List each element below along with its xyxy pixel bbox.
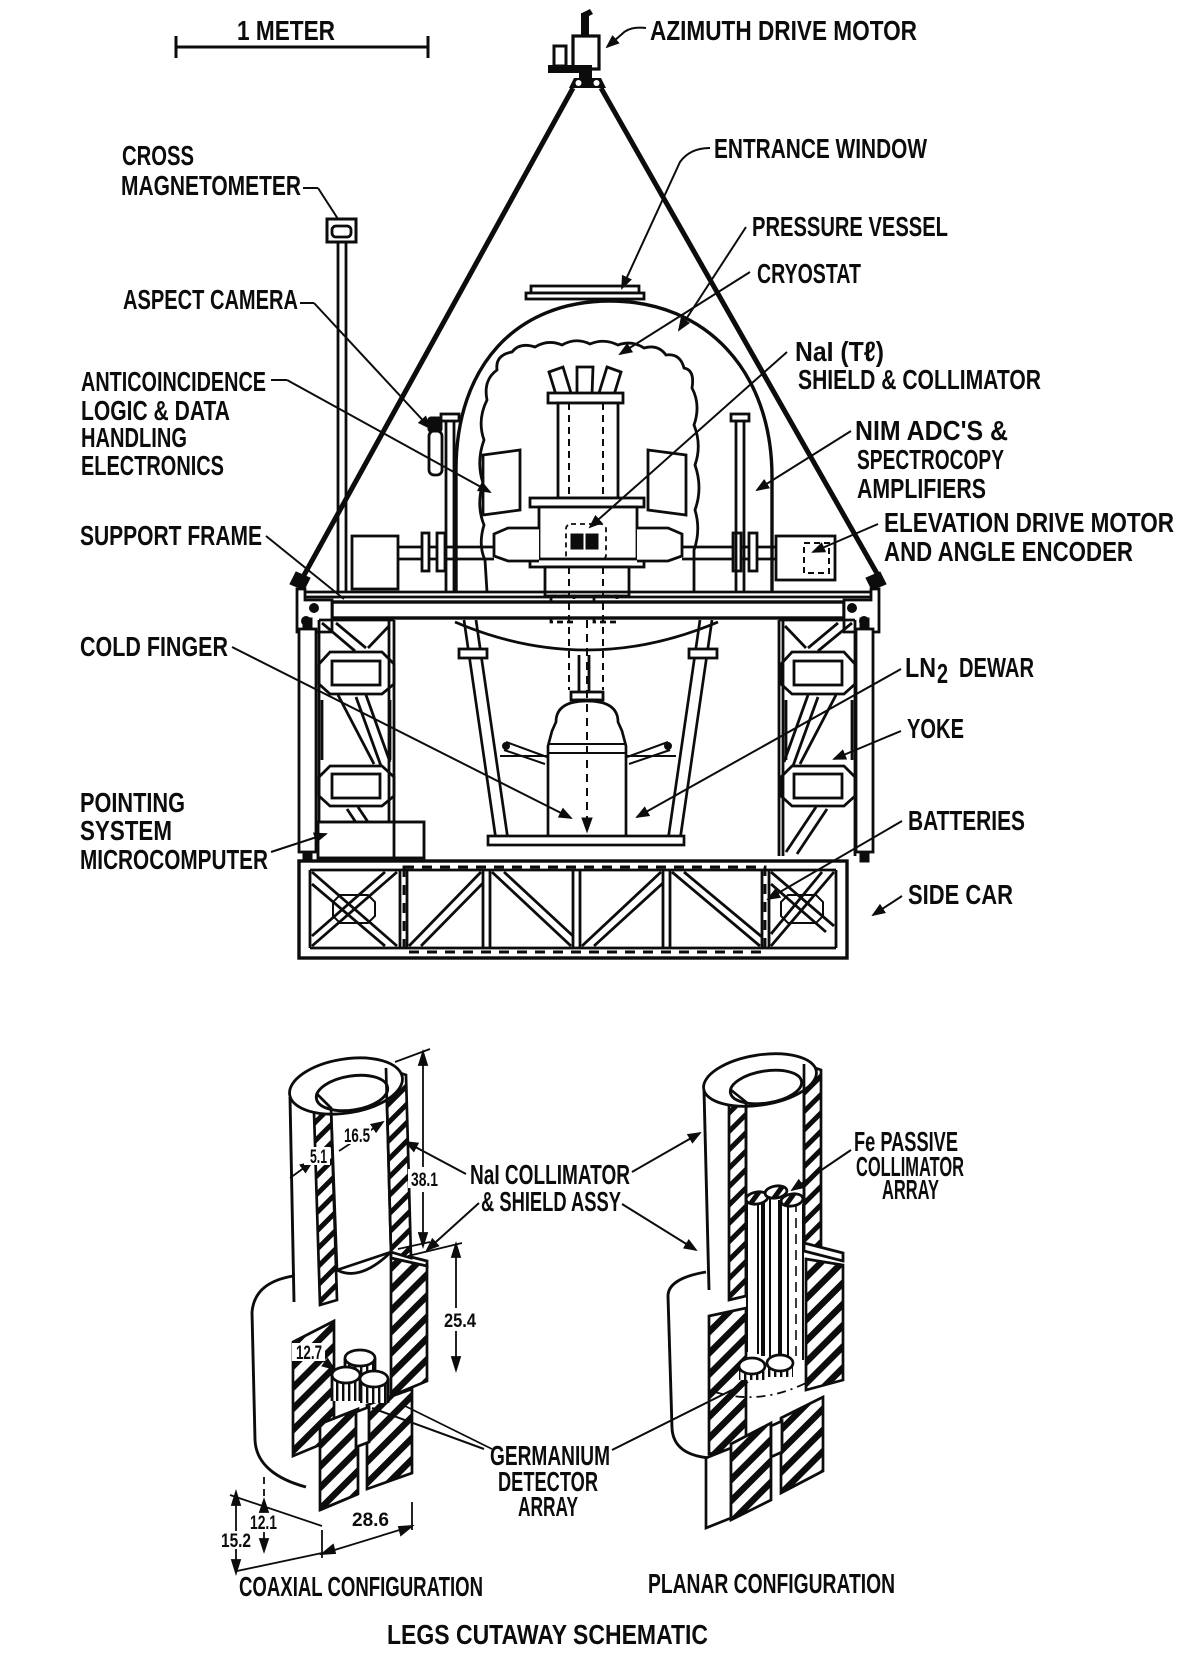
svg-text:12.7: 12.7 <box>296 1343 322 1364</box>
svg-text:MICROCOMPUTER: MICROCOMPUTER <box>80 844 268 875</box>
svg-text:1 METER: 1 METER <box>237 15 335 46</box>
svg-text:ASPECT CAMERA: ASPECT CAMERA <box>123 284 298 315</box>
svg-text:SYSTEM: SYSTEM <box>80 815 172 846</box>
svg-text:CRYOSTAT: CRYOSTAT <box>757 258 861 289</box>
svg-text:ANTICOINCIDENCE: ANTICOINCIDENCE <box>81 366 266 397</box>
svg-text:ELEVATION DRIVE MOTOR: ELEVATION DRIVE MOTOR <box>884 507 1174 538</box>
svg-text:NaI COLLIMATOR: NaI COLLIMATOR <box>470 1159 630 1190</box>
svg-text:HANDLING: HANDLING <box>81 422 187 453</box>
svg-text:PRESSURE VESSEL: PRESSURE VESSEL <box>752 211 948 242</box>
svg-text:DEWAR: DEWAR <box>959 652 1034 683</box>
svg-text:SPECTROCOPY: SPECTROCOPY <box>857 444 1004 475</box>
svg-text:COLD FINGER: COLD FINGER <box>80 631 228 662</box>
svg-text:2: 2 <box>937 658 948 689</box>
svg-text:COAXIAL CONFIGURATION: COAXIAL CONFIGURATION <box>239 1571 483 1602</box>
svg-text:MAGNETOMETER: MAGNETOMETER <box>121 170 301 201</box>
svg-text:LEGS CUTAWAY SCHEMATIC: LEGS CUTAWAY SCHEMATIC <box>387 1619 708 1650</box>
svg-text:BATTERIES: BATTERIES <box>908 805 1025 836</box>
svg-text:15.2: 15.2 <box>221 1531 251 1552</box>
svg-text:SUPPORT FRAME: SUPPORT FRAME <box>80 520 262 551</box>
svg-text:AMPLIFIERS: AMPLIFIERS <box>857 473 986 504</box>
svg-text:NaI (Tℓ): NaI (Tℓ) <box>795 336 884 367</box>
svg-text:CROSS: CROSS <box>122 140 194 171</box>
svg-text:NIM ADC'S &: NIM ADC'S & <box>855 415 1008 446</box>
svg-text:PLANAR CONFIGURATION: PLANAR CONFIGURATION <box>648 1568 895 1599</box>
svg-text:25.4: 25.4 <box>444 1311 476 1332</box>
svg-text:YOKE: YOKE <box>907 713 964 744</box>
svg-text:38.1: 38.1 <box>411 1170 438 1191</box>
svg-text:ARRAY: ARRAY <box>518 1491 578 1522</box>
svg-text:COLLIMATOR: COLLIMATOR <box>856 1151 964 1182</box>
svg-text:LOGIC & DATA: LOGIC & DATA <box>81 395 230 426</box>
svg-text:5.1: 5.1 <box>310 1147 327 1168</box>
svg-text:GERMANIUM: GERMANIUM <box>490 1440 610 1471</box>
svg-text:AND ANGLE ENCODER: AND ANGLE ENCODER <box>884 536 1133 567</box>
svg-text:28.6: 28.6 <box>352 1510 389 1531</box>
svg-text:ARRAY: ARRAY <box>882 1174 939 1205</box>
svg-text:16.5: 16.5 <box>344 1126 370 1147</box>
svg-text:12.1: 12.1 <box>250 1513 277 1534</box>
svg-text:DETECTOR: DETECTOR <box>498 1466 598 1497</box>
svg-text:SHIELD & COLLIMATOR: SHIELD & COLLIMATOR <box>798 364 1041 395</box>
svg-text:LN: LN <box>905 652 936 683</box>
svg-text:ELECTRONICS: ELECTRONICS <box>81 450 224 481</box>
svg-text:POINTING: POINTING <box>80 787 185 818</box>
svg-text:AZIMUTH DRIVE MOTOR: AZIMUTH DRIVE MOTOR <box>650 15 917 46</box>
svg-text:ENTRANCE WINDOW: ENTRANCE WINDOW <box>714 133 927 164</box>
svg-text:SIDE CAR: SIDE CAR <box>908 879 1013 910</box>
svg-text:Fe PASSIVE: Fe PASSIVE <box>854 1126 958 1157</box>
svg-text:& SHIELD ASSY: & SHIELD ASSY <box>481 1186 621 1217</box>
